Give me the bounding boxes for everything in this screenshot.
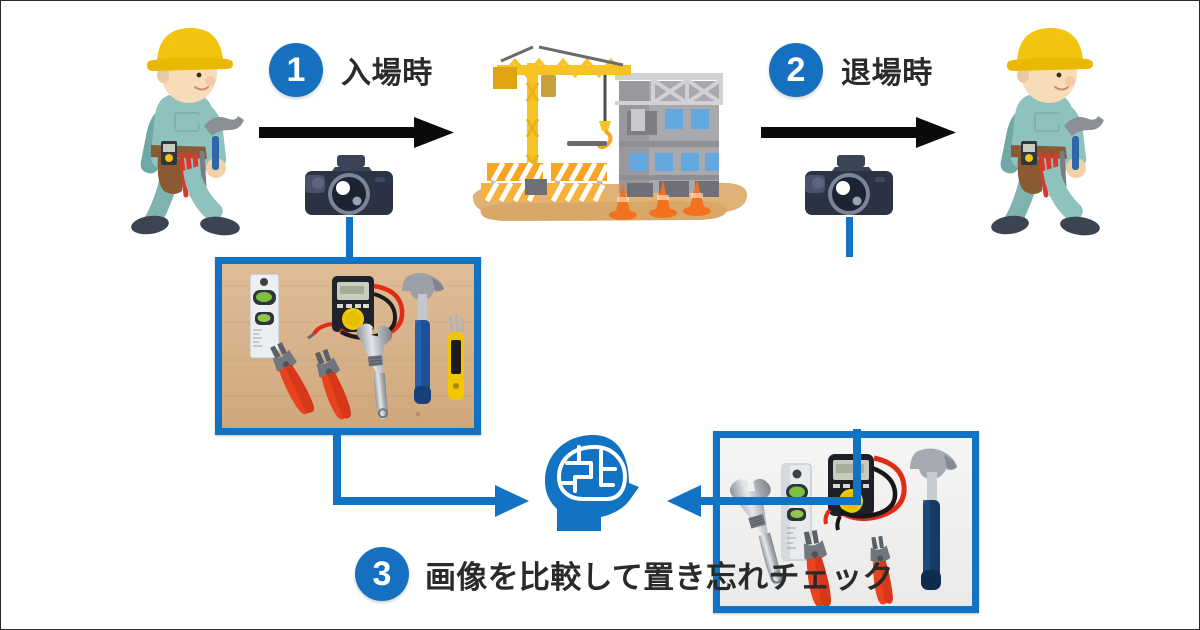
step-1-badge: 1 bbox=[269, 43, 323, 97]
step-3-badge: 3 bbox=[355, 547, 409, 601]
construction-worker-walking-icon bbox=[131, 27, 244, 236]
arrow-worker-to-site bbox=[259, 113, 459, 153]
step-1-header: 1 入場時 bbox=[269, 43, 433, 97]
elbow-arrow-right-icon bbox=[333, 429, 529, 517]
worker-left-illustration bbox=[103, 21, 263, 241]
connector-camera-to-entry-photo bbox=[343, 217, 357, 263]
construction-site-icon bbox=[472, 45, 747, 221]
camera-entry bbox=[301, 153, 397, 223]
ai-brain-head bbox=[539, 433, 649, 537]
black-arrow-right-icon bbox=[761, 117, 956, 148]
dslr-camera-icon bbox=[805, 155, 893, 215]
connector-exit-to-ai bbox=[661, 429, 861, 517]
black-arrow-right-icon bbox=[259, 117, 454, 148]
step-2-header: 2 退場時 bbox=[769, 43, 933, 97]
exit-tools-photo[interactable] bbox=[713, 431, 979, 613]
dslr-camera-icon bbox=[305, 155, 393, 215]
elbow-arrow-left-icon bbox=[667, 429, 861, 517]
step-2-label: 退場時 bbox=[841, 57, 933, 90]
worker-right-illustration bbox=[963, 21, 1123, 241]
step-3-label: 画像を比較して置き忘れチェック bbox=[425, 559, 894, 595]
connector-entry-to-ai bbox=[333, 429, 533, 517]
step-2-badge: 2 bbox=[769, 43, 823, 97]
vertical-line-icon bbox=[846, 217, 853, 257]
ai-brain-head-icon bbox=[545, 435, 639, 531]
step-3-caption: 3 画像を比較して置き忘れチェック bbox=[355, 547, 894, 601]
entry-photo-content bbox=[222, 264, 474, 428]
camera-exit bbox=[801, 153, 897, 223]
entry-tools-photo[interactable] bbox=[215, 257, 481, 435]
arrow-site-to-worker bbox=[761, 113, 961, 153]
construction-site-illustration bbox=[463, 23, 753, 241]
connector-camera-to-exit-photo bbox=[843, 217, 857, 257]
vertical-line-icon bbox=[346, 217, 353, 263]
step-1-label: 入場時 bbox=[341, 57, 433, 90]
construction-worker-walking-icon bbox=[991, 27, 1104, 236]
exit-photo-content bbox=[720, 438, 972, 606]
